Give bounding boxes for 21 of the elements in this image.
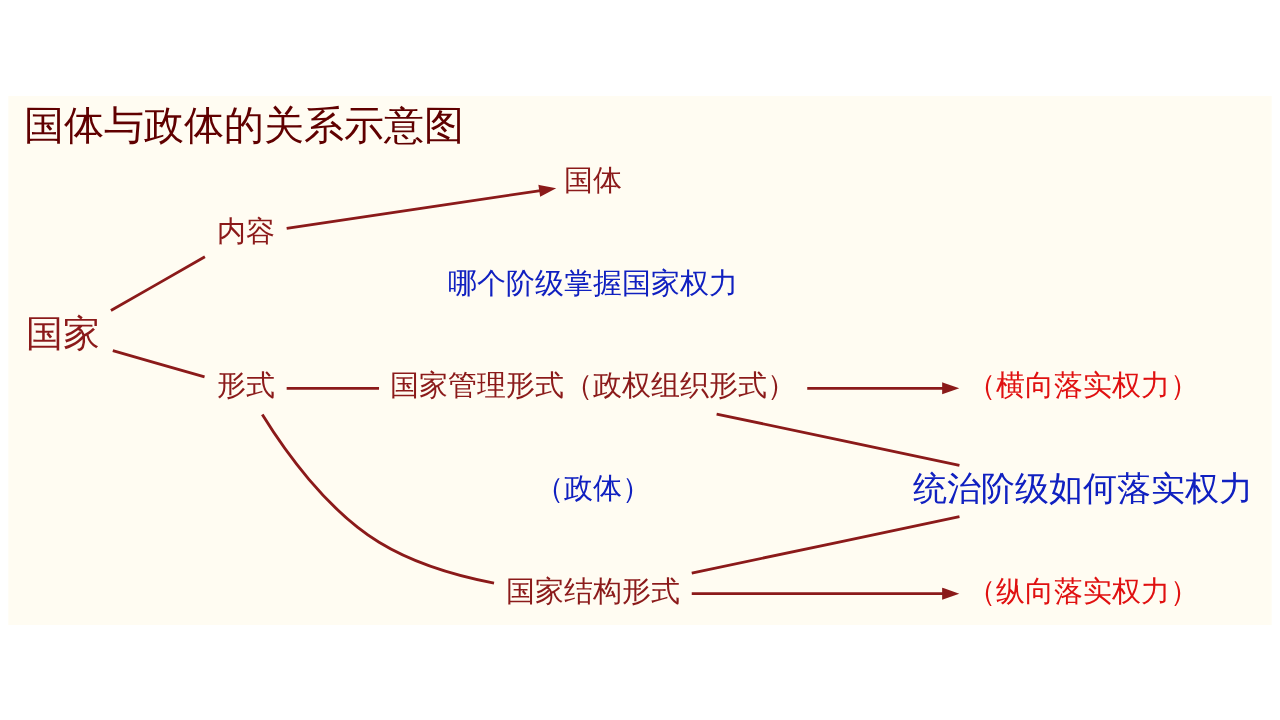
node-text: （纵向落实权力） [966,574,1199,608]
diagram-title: 国体与政体的关系示意图 [23,101,464,148]
connector [286,386,380,390]
node-label: 哪个阶级掌握国家权力 [447,266,738,300]
connector [110,255,206,312]
arrow [691,587,960,600]
node-text: 国体 [563,163,622,197]
node-text: 形式 [216,368,275,402]
connector [261,413,495,585]
node-text: （横向落实权力） [966,368,1199,402]
node-text: 国家 [26,311,101,355]
connector [691,514,960,574]
arrow [286,184,557,230]
node-label: （政体） [534,471,651,505]
connector [716,412,960,467]
node-text: 国家管理形式（政权组织形式） [389,368,796,402]
node-text: 国家结构形式 [505,574,680,608]
connector [112,348,205,378]
node-text: 统治阶级如何落实权力 [912,467,1253,508]
arrow [807,381,960,394]
node-text: 内容 [216,214,275,248]
